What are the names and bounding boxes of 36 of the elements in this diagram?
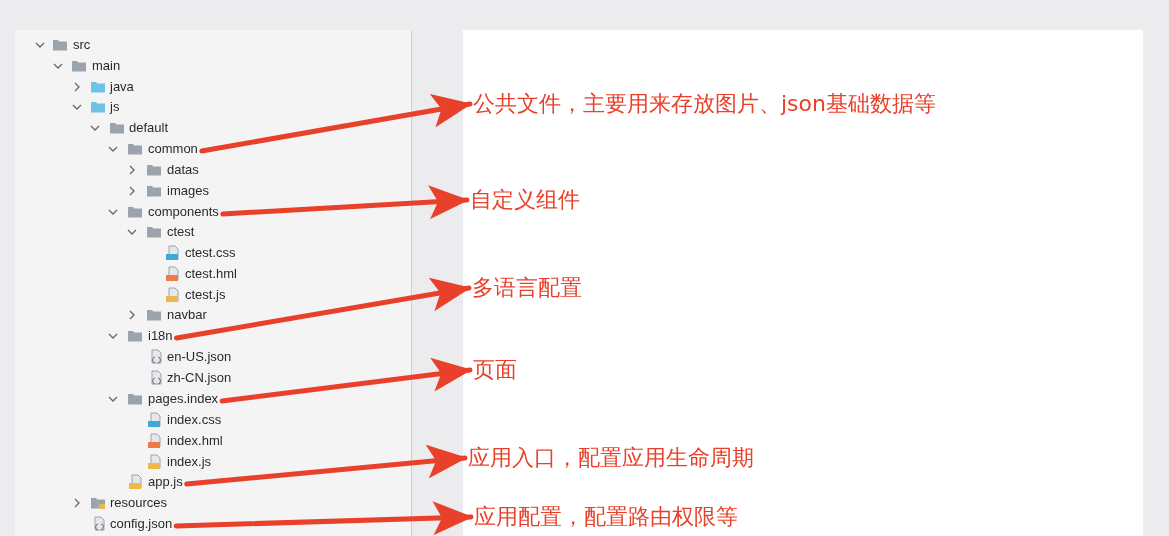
tree-item-label: js (110, 98, 120, 116)
tree-item-label: resources (110, 494, 168, 512)
annotation-text: 自定义组件 (470, 186, 580, 214)
tree-item-label: ctest.js (185, 286, 226, 304)
tree-item-label: ctest.css (185, 244, 236, 262)
tree-item-label: main (92, 57, 121, 75)
tree-item-label: src (73, 36, 91, 54)
tree-item-label: java (110, 78, 134, 96)
tree-item-label: ctest.hml (185, 265, 237, 283)
arrow (174, 277, 472, 341)
annotation-text: 应用配置，配置路由权限等 (474, 503, 738, 531)
tree-item-label: default (129, 119, 169, 137)
tree-item-label: app.js (148, 473, 183, 491)
tree-item-label: index.hml (167, 432, 223, 450)
arrow (220, 185, 470, 220)
annotation-text: 应用入口，配置应用生命周期 (468, 444, 754, 472)
tree-item-label: index.css (167, 411, 222, 429)
tree-item-label: config.json (110, 515, 173, 533)
arrow (173, 501, 474, 536)
tree-item-label: components (148, 203, 219, 221)
annotation-text: 页面 (473, 356, 517, 384)
tree-item-label: datas (167, 161, 199, 179)
tree-item-label: navbar (167, 306, 207, 324)
arrow (219, 357, 473, 404)
tree-item-label: i18n (148, 327, 173, 345)
annotation-text: 多语言配置 (472, 274, 582, 302)
tree-item-label: zh-CN.json (167, 369, 232, 387)
tree-item-label: index.js (167, 453, 212, 471)
tree-item-label: images (167, 182, 209, 200)
tree-item-label: pages.index (148, 390, 219, 408)
tree-item-label: en-US.json (167, 348, 232, 366)
arrow (199, 93, 473, 154)
annotation-text: 公共文件，主要用来存放图片、json基础数据等 (473, 90, 936, 118)
arrow (184, 444, 468, 487)
tree-item-label: common (148, 140, 198, 158)
tree-item-label: ctest (167, 223, 195, 241)
